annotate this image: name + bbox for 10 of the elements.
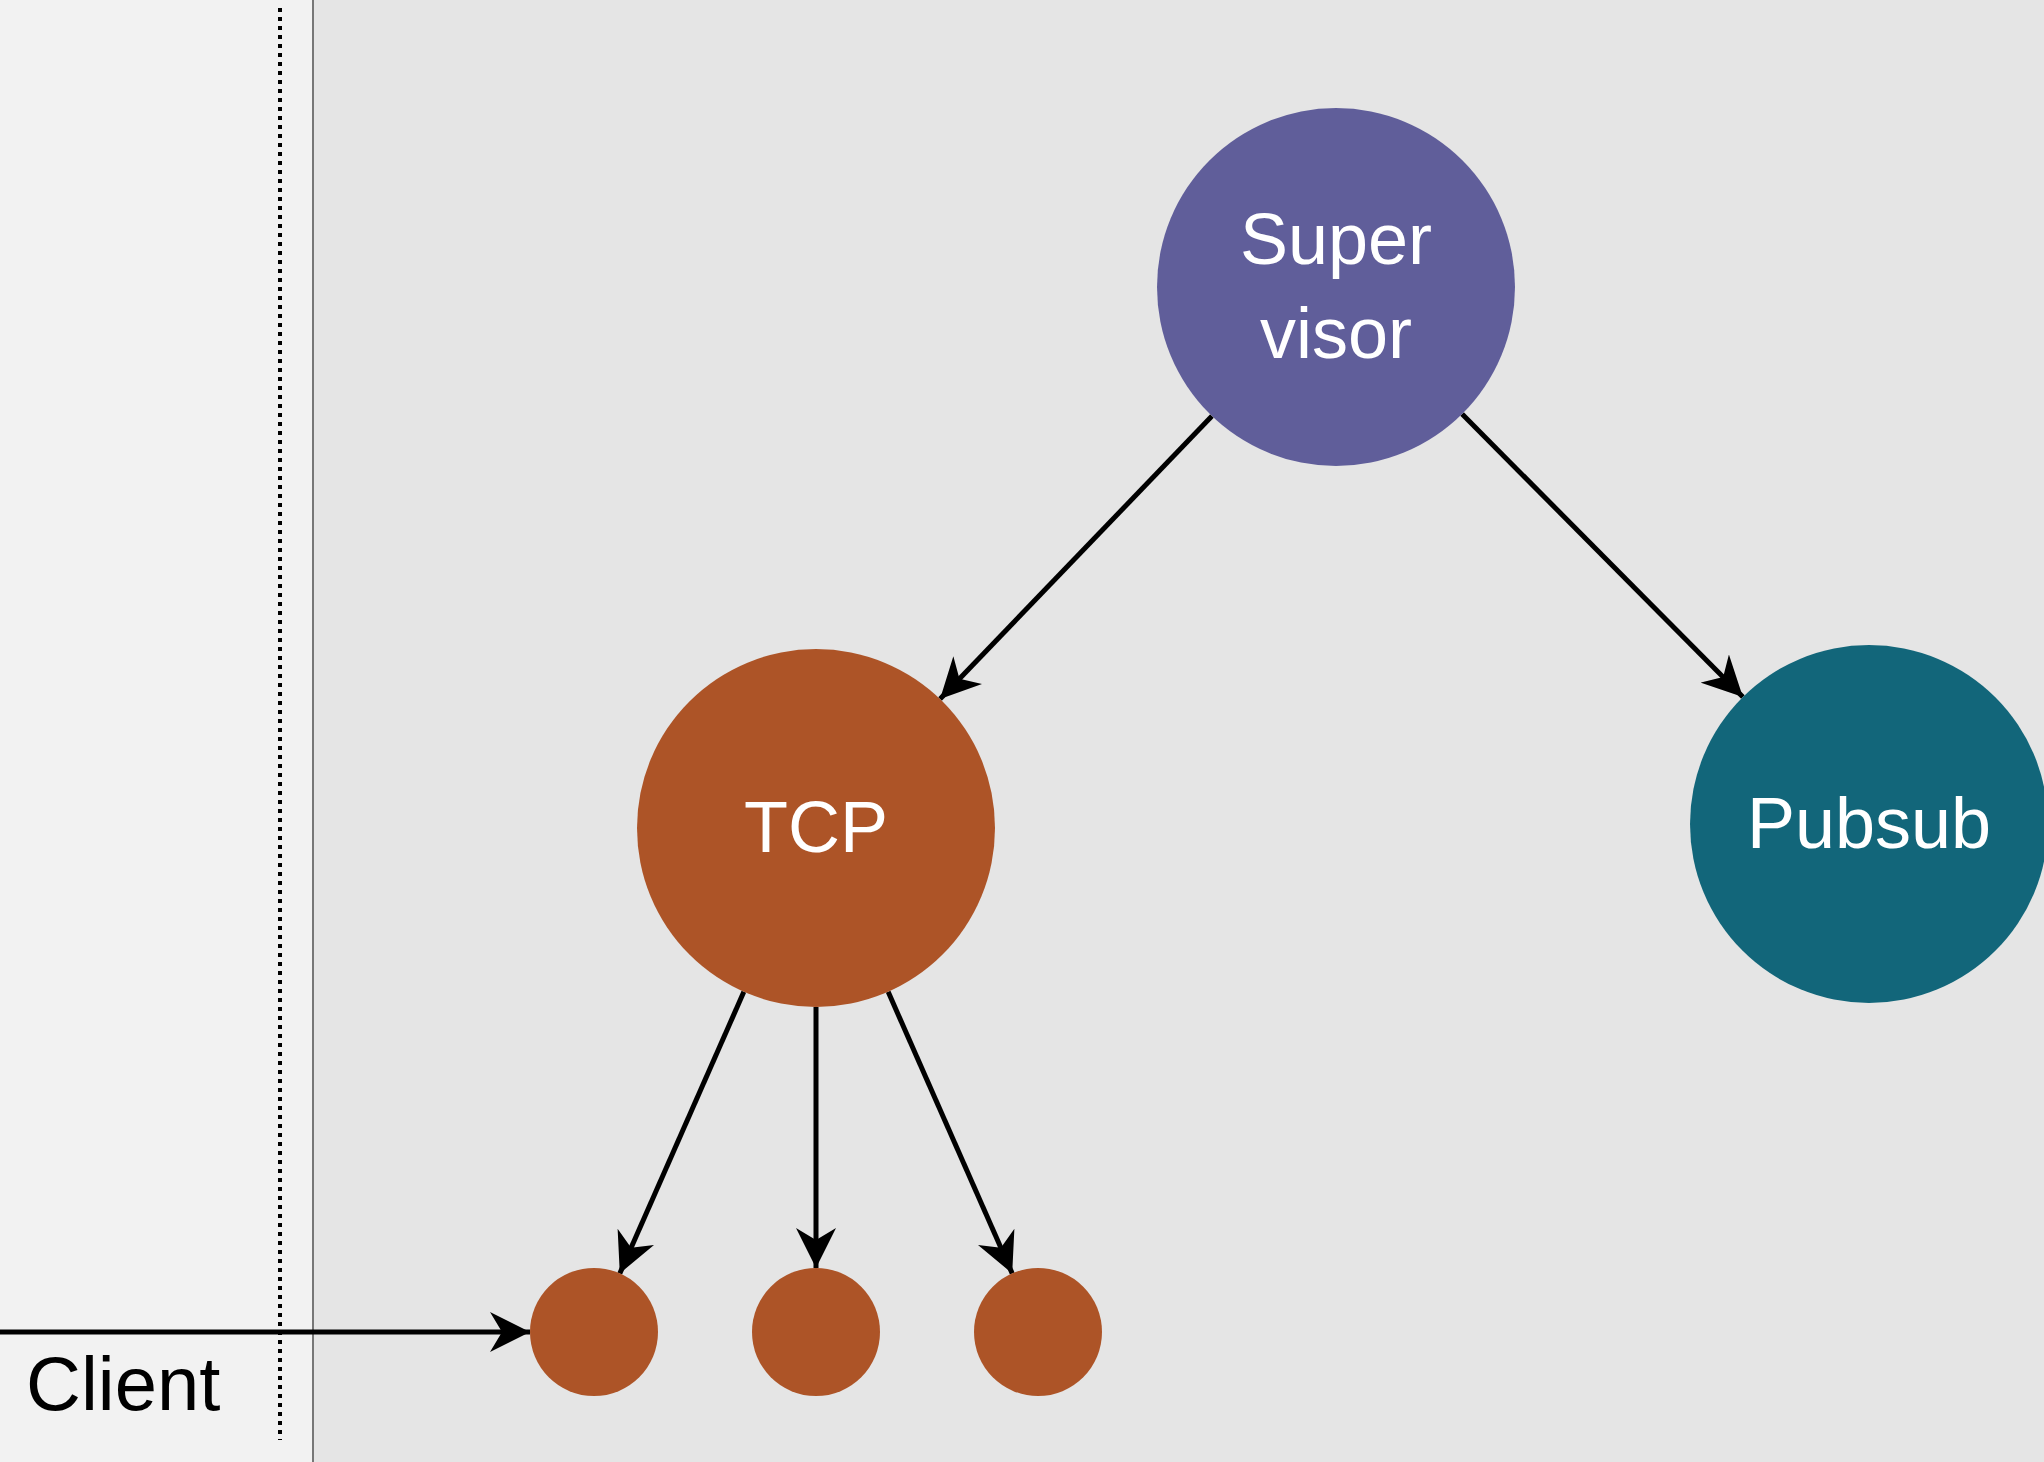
arrow — [617, 990, 747, 1275]
node-label: Pubsub — [1745, 782, 1993, 866]
node-label: Super visor — [1238, 198, 1434, 375]
arrow — [885, 990, 1015, 1275]
arrow — [796, 1007, 836, 1268]
arrow — [938, 414, 1214, 701]
arrow — [0, 1312, 530, 1352]
arrow — [1460, 412, 1745, 699]
actor-label: Client — [26, 1340, 221, 1427]
node-label: TCP — [743, 786, 889, 870]
